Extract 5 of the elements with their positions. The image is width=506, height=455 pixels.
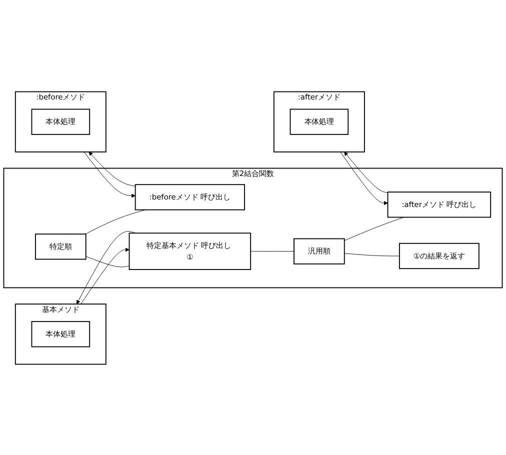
connector — [344, 252, 400, 256]
connector — [85, 209, 146, 234]
connector — [344, 216, 404, 240]
connector — [250, 250, 294, 252]
connector — [86, 256, 130, 267]
